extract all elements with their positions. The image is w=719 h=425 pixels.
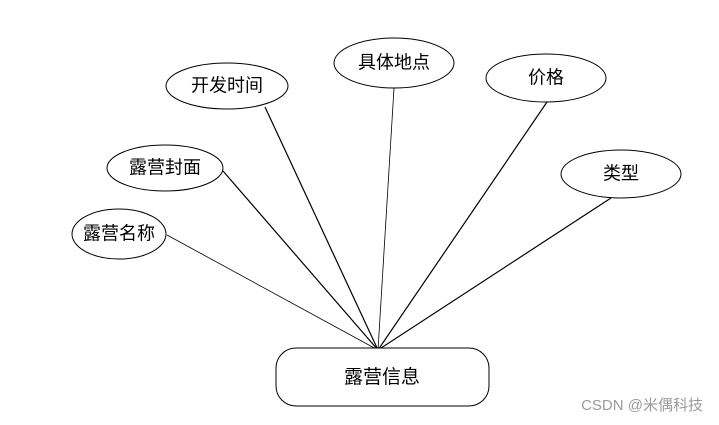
attribute-price-label: 价格: [528, 68, 564, 89]
entity-label: 露营信息: [344, 366, 420, 388]
attribute-name: 露营名称: [71, 208, 167, 260]
attribute-price: 价格: [485, 53, 607, 103]
attribute-location-label: 具体地点: [358, 53, 430, 74]
entity-camping-info: 露营信息: [275, 347, 490, 407]
attribute-type: 类型: [560, 149, 682, 199]
connector-price: [377, 101, 548, 351]
attribute-cover-label: 露营封面: [129, 158, 201, 179]
attribute-location: 具体地点: [333, 37, 455, 89]
connector-type: [377, 197, 612, 351]
attribute-type-label: 类型: [603, 164, 639, 185]
attribute-name-label: 露营名称: [83, 224, 155, 245]
attribute-open-time: 开发时间: [165, 62, 289, 110]
connector-location: [377, 87, 395, 351]
attribute-open-time-label: 开发时间: [191, 76, 263, 97]
connector-cover: [222, 170, 379, 351]
connector-open-time: [264, 106, 379, 351]
attribute-cover: 露营封面: [106, 144, 224, 192]
connector-name: [166, 234, 379, 351]
watermark: CSDN @米偶科技: [581, 397, 703, 414]
